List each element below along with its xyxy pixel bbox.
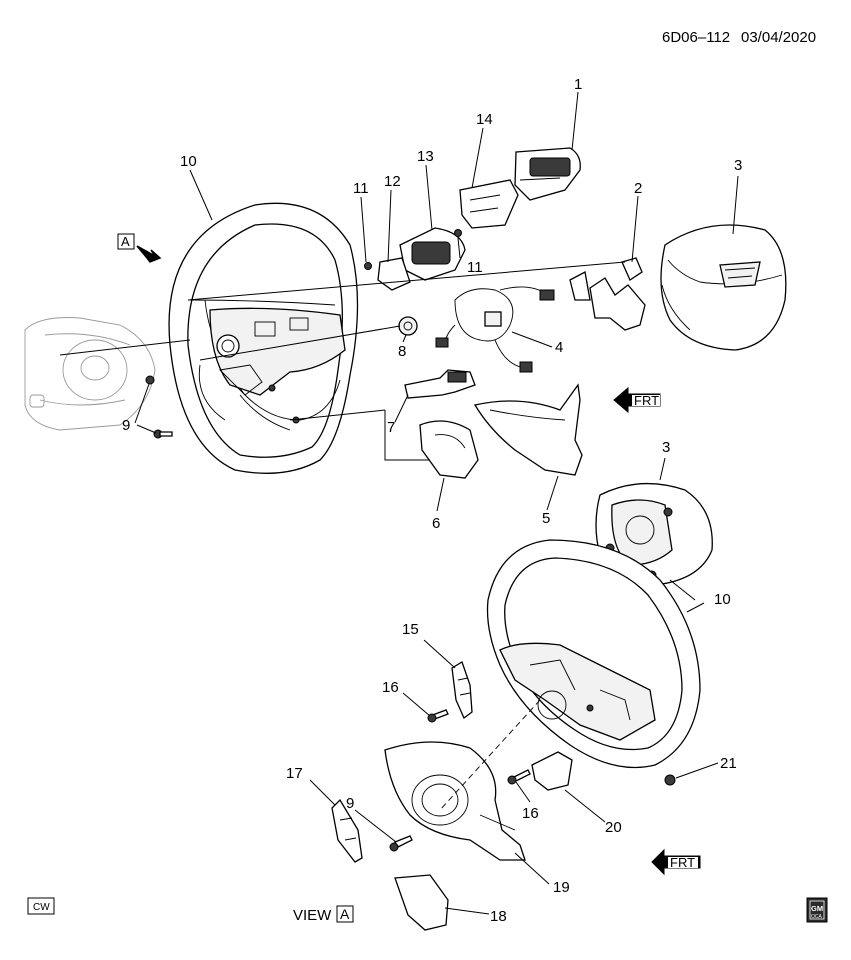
view-a-marker: A xyxy=(117,233,162,263)
callout-1: 1 xyxy=(574,76,582,93)
callout-10-upper: 10 xyxy=(180,153,197,170)
part-12-small-bracket xyxy=(377,257,411,291)
callout-16-left: 16 xyxy=(382,679,399,696)
lower-steering-wheel xyxy=(486,539,701,769)
steering-column-ghost xyxy=(24,317,156,431)
gm-logo-top: GM xyxy=(811,904,823,913)
frt-label-upper: FRT xyxy=(634,393,659,408)
callout-9-upper: 9 xyxy=(122,417,130,434)
part-18-lower-trim xyxy=(394,874,449,931)
frt-arrow-lower: FRT xyxy=(651,848,701,876)
callout-8: 8 xyxy=(398,343,406,360)
part-1-right-switch xyxy=(514,147,581,201)
view-caption-label: VIEW xyxy=(293,907,332,924)
frt-arrow-upper: FRT xyxy=(613,386,661,414)
view-a-caption: VIEW A xyxy=(293,905,354,924)
callout-11-left: 11 xyxy=(353,180,369,197)
part-15-clip xyxy=(451,661,473,720)
callout-2: 2 xyxy=(634,180,642,197)
part-13-left-switch xyxy=(399,227,466,281)
screw-16-left xyxy=(427,709,449,723)
callout-4: 4 xyxy=(555,339,563,356)
callout-3-lower: 3 xyxy=(662,439,670,456)
gm-logo: GM OCA xyxy=(806,897,828,923)
part-2-bracket xyxy=(569,257,646,331)
callout-6: 6 xyxy=(432,515,440,532)
callout-17: 17 xyxy=(286,765,303,782)
part-8-damper xyxy=(398,316,418,336)
leader-lines xyxy=(59,91,739,915)
part-19-rear-cover xyxy=(384,741,526,861)
screw-11-left xyxy=(364,262,372,270)
callout-9-lower: 9 xyxy=(346,795,354,812)
diagram-id: 6D06–112 xyxy=(662,29,730,46)
callout-19: 19 xyxy=(553,879,570,896)
callout-11-right: 11 xyxy=(467,259,483,276)
callout-10-lower: 10 xyxy=(714,591,731,608)
callout-5: 5 xyxy=(542,510,550,527)
screw-9-upper-b xyxy=(153,429,173,439)
screw-9-upper-a xyxy=(145,375,155,385)
part-14-bracket xyxy=(459,179,519,229)
part-5-lower-trim xyxy=(473,383,583,476)
part-4-wiring-harness xyxy=(435,286,555,373)
upper-steering-wheel xyxy=(168,202,359,474)
view-caption-letter: A xyxy=(340,906,350,922)
callout-15: 15 xyxy=(402,621,419,638)
diagram-date: 03/04/2020 xyxy=(741,29,816,46)
callout-21: 21 xyxy=(720,755,737,772)
view-a-letter: A xyxy=(121,234,130,249)
callout-18: 18 xyxy=(490,908,507,925)
screw-9-lower xyxy=(389,835,413,852)
callout-12: 12 xyxy=(384,173,401,190)
callout-20: 20 xyxy=(605,819,622,836)
part-7-connector xyxy=(404,369,476,399)
part-6-bezel xyxy=(419,420,479,479)
cw-badge-text: CW xyxy=(33,902,50,913)
part-17-plate xyxy=(331,798,363,863)
part-20-cover xyxy=(531,751,573,791)
callouts: 1 2 3 3 4 5 6 7 8 9 9 10 10 11 11 12 13 … xyxy=(122,76,742,925)
screw-16-right xyxy=(507,769,531,785)
callout-3-upper: 3 xyxy=(734,157,742,174)
callout-14: 14 xyxy=(476,111,493,128)
part-3-airbag-upper xyxy=(660,224,787,351)
callout-16-right: 16 xyxy=(522,805,539,822)
cw-badge: CW xyxy=(27,897,55,915)
callout-7: 7 xyxy=(387,419,395,436)
screw-11-right xyxy=(454,229,462,237)
gm-logo-bottom: OCA xyxy=(811,914,823,920)
callout-13: 13 xyxy=(417,148,434,165)
screw-21 xyxy=(664,774,676,786)
view-a-arrow-icon xyxy=(136,245,162,263)
frt-label-lower: FRT xyxy=(670,855,695,870)
